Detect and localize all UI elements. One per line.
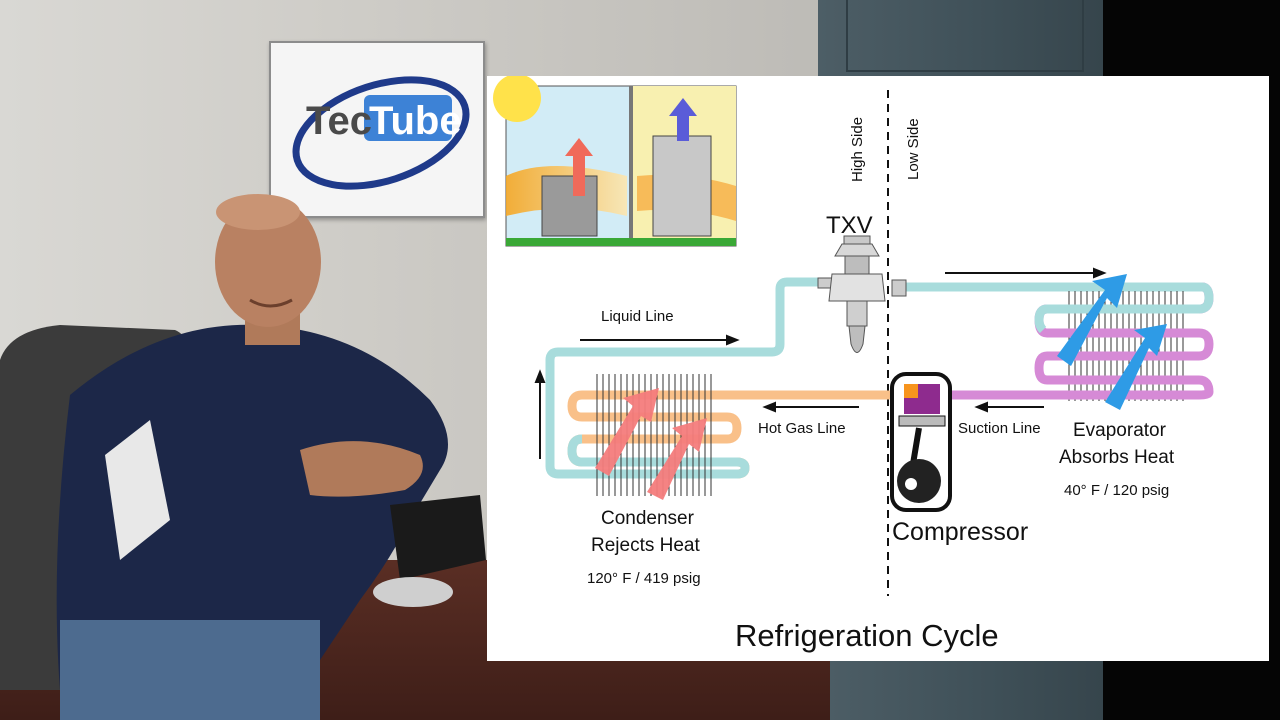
- logo-text-tube: Tube: [369, 99, 462, 143]
- condenser-subtitle: Rejects Heat: [591, 535, 700, 556]
- indoor-furnace-icon: [652, 135, 712, 237]
- head: [215, 197, 321, 327]
- condenser-spec: 120° F / 419 psig: [587, 570, 701, 587]
- high-side-label: High Side: [849, 116, 866, 182]
- cold-air-arrow-1: [1057, 274, 1127, 366]
- flow-arrows: [534, 267, 1107, 459]
- tectube-logo-sign: Tec Tube: [269, 41, 485, 218]
- door-panel: [846, 0, 1084, 72]
- sun-icon: [493, 76, 541, 122]
- condenser-coil: [596, 374, 712, 496]
- hot-air-arrow-1: [595, 388, 659, 476]
- computer-mouse: [373, 577, 453, 607]
- condenser-label: Condenser: [601, 508, 694, 529]
- ac-thumbnail: [493, 76, 737, 247]
- slide-title: Refrigeration Cycle: [735, 618, 999, 653]
- evaporator-subtitle: Absorbs Heat: [1059, 447, 1175, 468]
- evaporator-label: Evaporator: [1073, 420, 1166, 441]
- compressor-label: Compressor: [892, 518, 1029, 546]
- hand: [300, 441, 423, 497]
- head-top: [216, 194, 300, 230]
- refrigeration-diagram: [493, 76, 1214, 596]
- hot-air-arrow-2: [647, 418, 707, 500]
- presenter: [0, 194, 486, 720]
- outdoor-unit-icon: [541, 175, 598, 237]
- hot-gas-line-label: Hot Gas Line: [758, 420, 846, 437]
- txv-label: TXV: [826, 212, 873, 239]
- suction-line-label: Suction Line: [958, 420, 1041, 437]
- txv-valve: [817, 235, 907, 353]
- compressor: [890, 372, 952, 512]
- tectube-logo-graphic: Tec Tube: [292, 76, 470, 190]
- shirt-white-stripe: [105, 420, 170, 560]
- liquid-line-pipe: [545, 277, 859, 479]
- evaporator-spec: 40° F / 120 psig: [1064, 482, 1170, 499]
- low-side-label: Low Side: [905, 118, 922, 180]
- liquid-line-label: Liquid Line: [601, 308, 674, 325]
- evaporator-coil: [947, 274, 1214, 410]
- navy-polo-shirt: [56, 324, 449, 690]
- slide: High Side Low Side TXV Liquid Line Hot G…: [487, 76, 1269, 661]
- jeans: [60, 620, 320, 720]
- keyboard: [390, 495, 486, 580]
- logo-text-tec: Tec: [306, 99, 372, 143]
- mouth: [249, 298, 293, 308]
- cold-air-arrow-2: [1105, 324, 1167, 410]
